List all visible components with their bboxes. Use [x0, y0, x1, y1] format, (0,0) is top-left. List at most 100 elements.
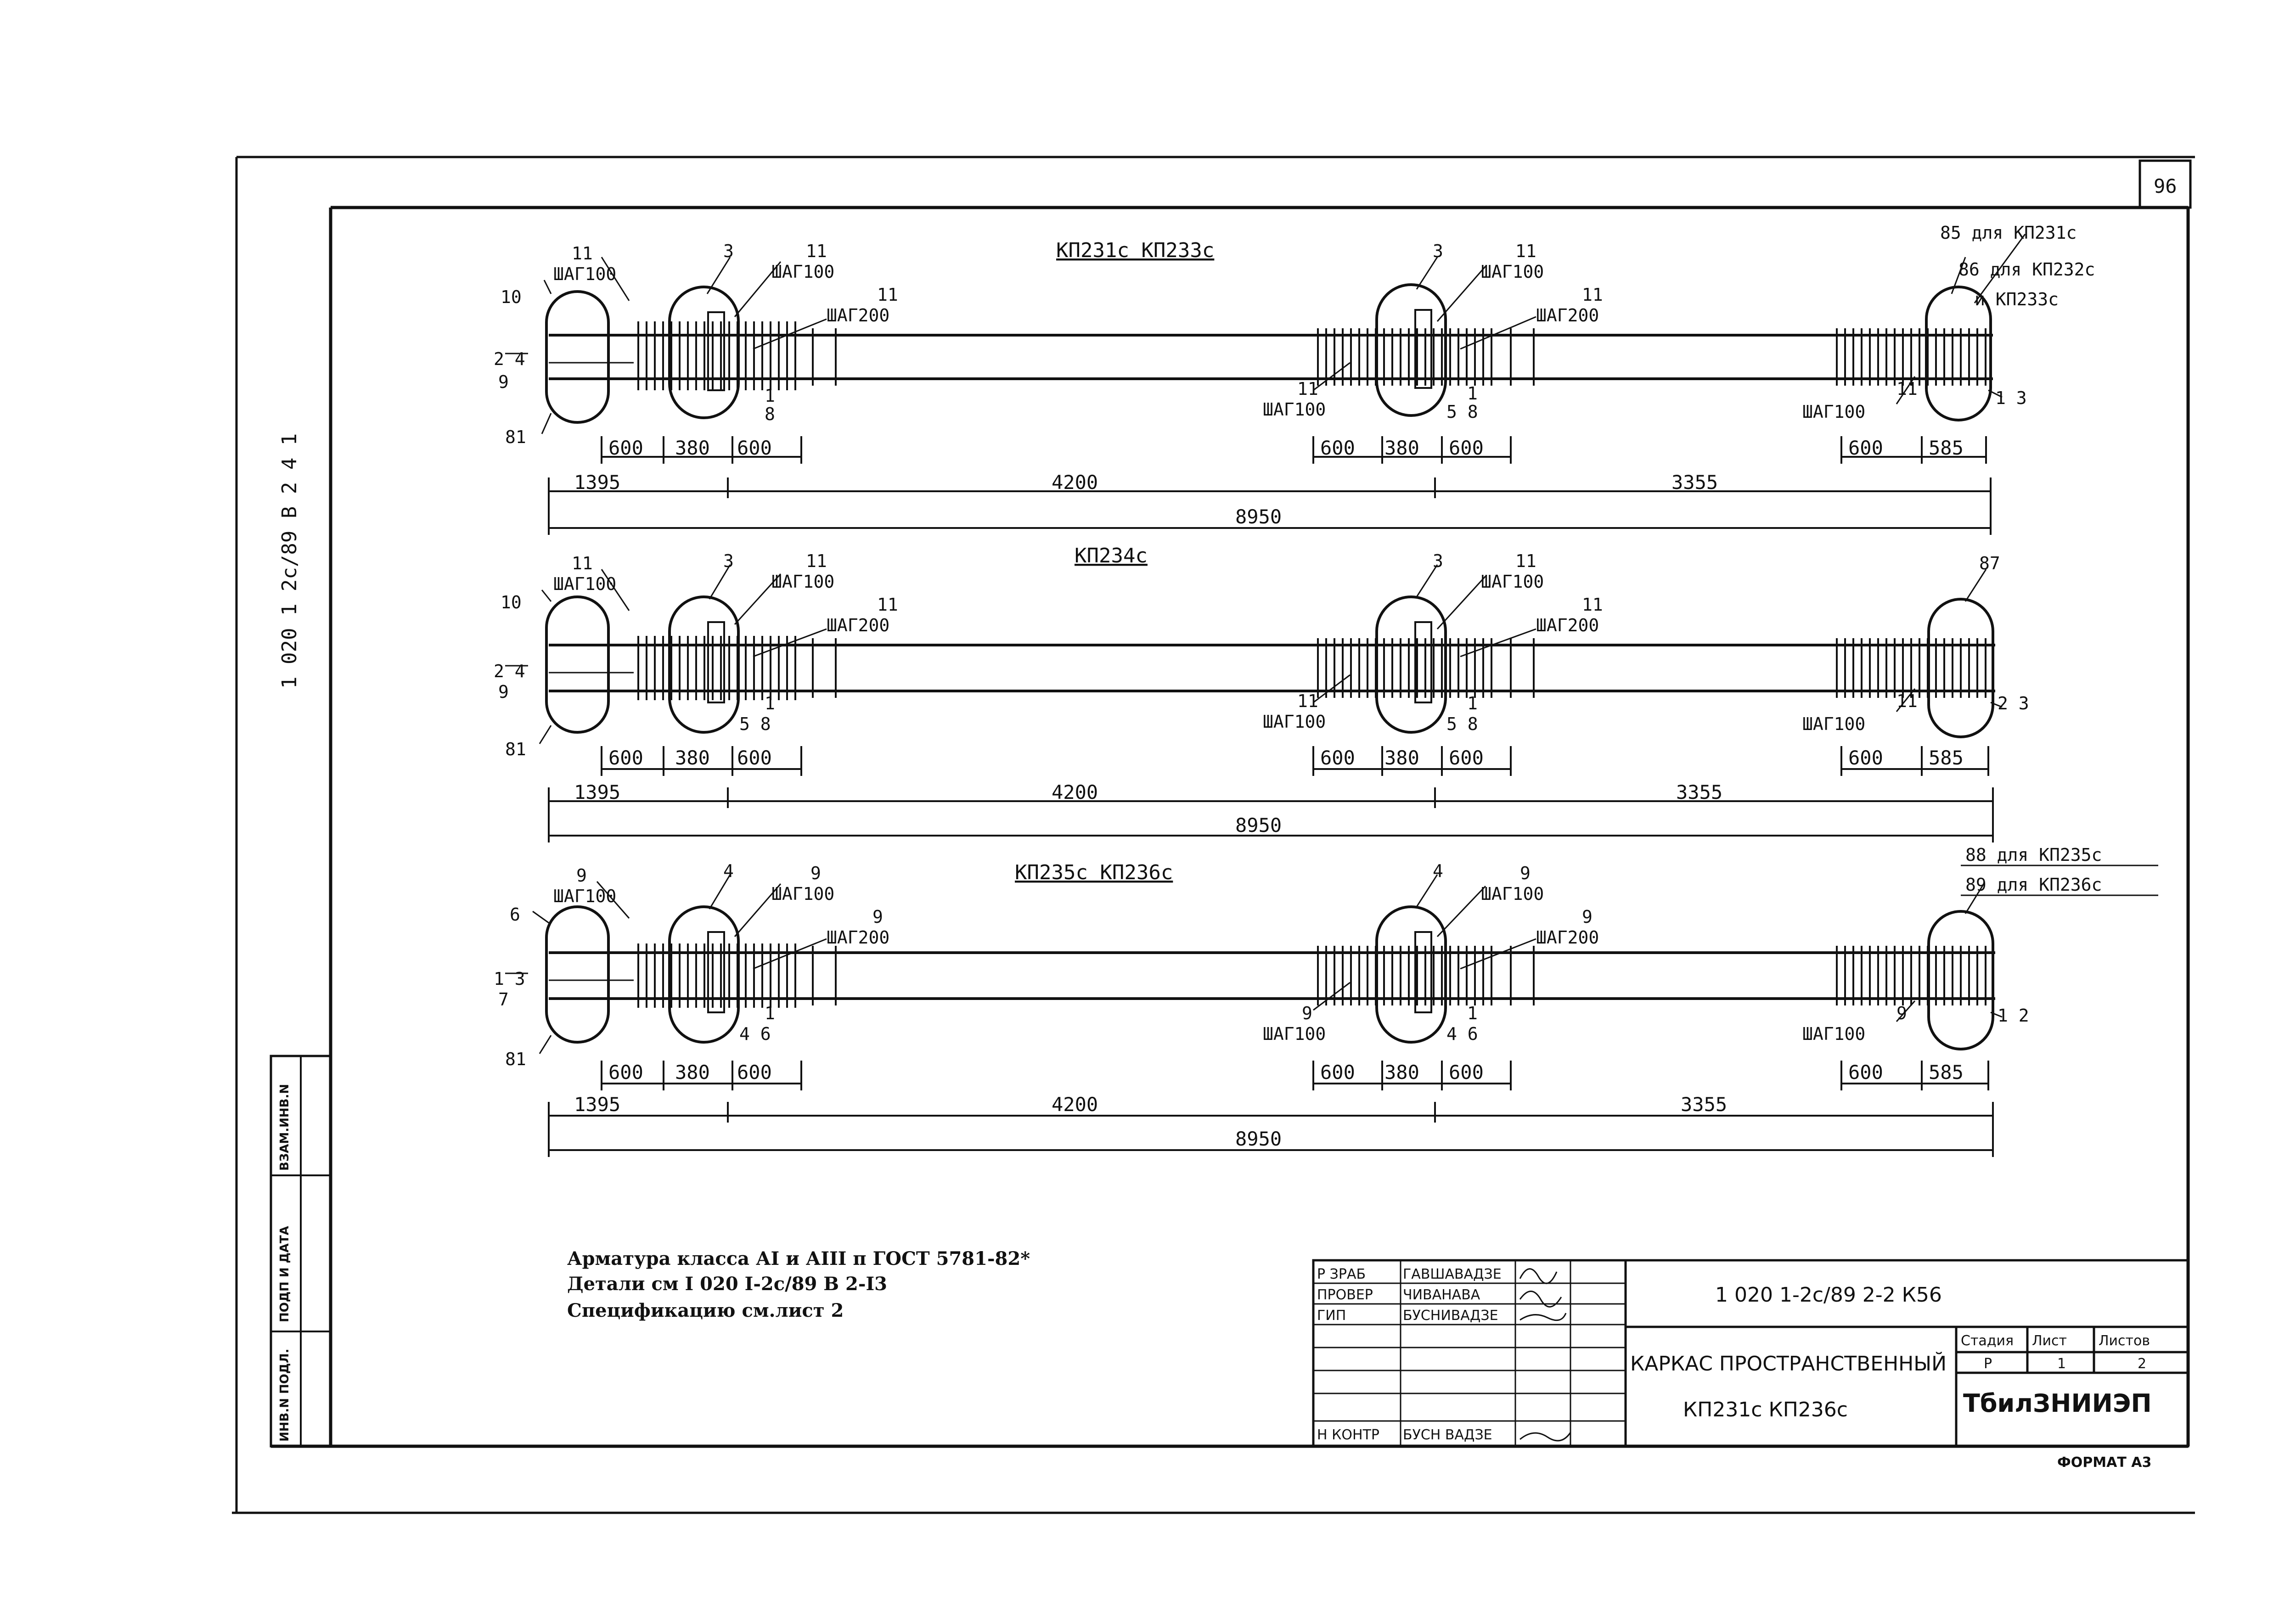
cage-1-n1-num: 3: [723, 241, 734, 261]
tb-org: ТбилЗНИИЭП: [1963, 1389, 2152, 1418]
cage-1-n2-l2: 11: [1582, 285, 1603, 305]
tb-role-6: Н КОНТР: [1317, 1427, 1379, 1443]
cage-1-n2-num: 3: [1433, 241, 1443, 261]
cage-2-title: КП234с: [1075, 544, 1148, 567]
cage-1-rs0: 11: [1896, 379, 1918, 399]
cage-2-n2-l1: ШАГ100: [1481, 572, 1544, 592]
cage-2-n2-l2: 11: [1582, 595, 1603, 615]
cage-2-dim-s0: 600: [608, 747, 643, 769]
cage-1-mark-10: 10: [501, 287, 522, 307]
cage-3-mark-7: 7: [498, 989, 509, 1010]
cage-2-n1-l4: 11: [877, 595, 898, 615]
cage-3-dim-s4: 380: [1384, 1061, 1419, 1084]
tb-role-2: ГИП: [1317, 1308, 1346, 1324]
note-2: Детали см I 020 I-2с/89 В 2-I3: [567, 1273, 887, 1295]
cage-1-n1-l5: ШАГ200: [827, 305, 889, 326]
cage-3-dim-total: 8950: [1235, 1128, 1282, 1150]
cage-1-dim-s6: 600: [1848, 437, 1883, 459]
cage-2-right-1: 2 3: [1998, 693, 2029, 713]
cage-3-n1-l1: ШАГ100: [553, 886, 616, 906]
format-note: ФОРМАТ А3: [2057, 1455, 2151, 1471]
side-stamp: ИНВ.N ПОДЛ. ПОДП И ДАТА ВЗАМ.ИНВ.N: [270, 1055, 332, 1448]
cage-1-dim-m0: 1395: [574, 471, 620, 494]
cage-3-n1-num: 4: [723, 861, 734, 881]
cage-2-dim-s3: 600: [1320, 747, 1355, 769]
cage-1-dim-total: 8950: [1235, 505, 1282, 528]
cage-1-right-0: 85 для КП231с: [1940, 223, 2077, 243]
cage-2-n1-l0: 11: [572, 553, 593, 573]
note-3: Спецификацию см.лист 2: [567, 1300, 844, 1321]
cage-1-right-3: 1 3: [1995, 388, 2027, 408]
tb-doc-code: 1 020 1-2с/89 2-2 К56: [1715, 1283, 1942, 1307]
cage-3-n2-l2: 9: [1582, 907, 1593, 927]
cage-1-n2-l3: ШАГ200: [1536, 305, 1599, 326]
cage-3-right-0: 88 для КП235с: [1965, 845, 2102, 865]
cage-2-n1-l2: 11: [806, 551, 827, 571]
cage-1-n1-below0: 1: [765, 386, 775, 406]
cage-3-n2-l3: ШАГ200: [1536, 927, 1599, 948]
cage-1-dim-s7: 585: [1929, 437, 1964, 459]
tb-sheet-header: Лист: [2032, 1333, 2067, 1349]
cage-2-dim-m1: 4200: [1052, 781, 1098, 803]
tb-name-2: БУСНИВАДЗЕ: [1403, 1308, 1498, 1324]
cage-3-n2-l1: ШАГ100: [1481, 884, 1544, 904]
cage-3-n2-num: 4: [1433, 861, 1443, 881]
cage-3-right-2: 1 2: [1998, 1005, 2029, 1026]
tb-name-1: ЧИВАНАВА: [1403, 1287, 1480, 1303]
cage-2-n2-bl1: ШАГ100: [1263, 712, 1326, 732]
cage-1-n2-below1: 5 8: [1446, 402, 1478, 422]
cage-1-n1-l2: 11: [806, 241, 827, 261]
cage-1-dim-m1: 4200: [1052, 471, 1098, 494]
cage-3-mark-1-3: 1 3: [494, 969, 525, 989]
cage-1-n1-l3: ШАГ100: [771, 262, 834, 282]
cage-3-n1-l5: ШАГ200: [827, 927, 889, 948]
cage-3-dim-s3: 600: [1320, 1061, 1355, 1084]
corner-number-box: 96: [2138, 159, 2192, 209]
tb-sheet: 1: [2057, 1356, 2066, 1372]
cage-3-rs1: ШАГ100: [1802, 1024, 1865, 1044]
cage-3-dim-s6: 600: [1848, 1061, 1883, 1084]
cage-1-n1-below1: 8: [765, 404, 775, 424]
cage-1-dim-s2: 600: [737, 437, 772, 459]
cage-1-dim-s0: 600: [608, 437, 643, 459]
stamp-inv-podl: ИНВ.N ПОДЛ.: [278, 1348, 292, 1442]
cage-2-rs1: ШАГ100: [1802, 714, 1865, 734]
cage-3-title: КП235с КП236с: [1015, 861, 1173, 884]
cage-1-dim-s3: 600: [1320, 437, 1355, 459]
tb-sheets: 2: [2138, 1356, 2146, 1372]
cage-2-n1-below1: 5 8: [739, 714, 771, 734]
tb-role-0: Р ЗРАБ: [1317, 1266, 1366, 1282]
tb-role-1: ПРОВЕР: [1317, 1287, 1373, 1303]
cage-1-title: КП231с КП233с: [1056, 239, 1214, 262]
cage-3-n1-l2: 9: [810, 863, 821, 883]
cage-2-dim-total: 8950: [1235, 814, 1282, 837]
cage-3-n1-l4: 9: [872, 907, 883, 927]
cage-1-n1-l4: 11: [877, 285, 898, 305]
tb-stage-header: Стадия: [1961, 1333, 2014, 1349]
note-1: Арматура класса АI и АIII п ГОСТ 5781-82…: [567, 1248, 1030, 1269]
cage-3-dim-s1: 380: [675, 1061, 710, 1084]
cage-1-n2-below0: 1: [1467, 383, 1478, 404]
cage-2-mark-81: 81: [505, 739, 526, 759]
cage-1-n2-bl0: 11: [1297, 379, 1318, 399]
cage-1-n2-l1: ШАГ100: [1481, 262, 1544, 282]
cage-1-right-1: 86 для КП232с: [1958, 259, 2095, 280]
cage-2-n2-below1: 5 8: [1446, 714, 1478, 734]
cage-2-n2-num: 3: [1433, 551, 1443, 571]
cage-2-n1-l3: ШАГ100: [771, 572, 834, 592]
cage-1-mark-2-4: 2 4: [494, 349, 525, 369]
cage-3-n2-below0: 1: [1467, 1003, 1478, 1023]
cage-1-dim-s5: 600: [1449, 437, 1484, 459]
title-block: Р ЗРАБ ГАВШАВАДЗЕ ПРОВЕР ЧИВАНАВА ГИП БУ…: [1312, 1259, 2189, 1448]
side-document-code: 1 020 1 2c/89 В 2 4 1: [278, 433, 301, 689]
cage-2-right-0: 87: [1979, 553, 2000, 573]
cage-2-n2-l3: ШАГ200: [1536, 615, 1599, 635]
cage-1-dim-s1: 380: [675, 437, 710, 459]
cage-2-dim-s6: 600: [1848, 747, 1883, 769]
cage-2-dim-m0: 1395: [574, 781, 620, 803]
cage-3-dim-m2: 3355: [1681, 1093, 1727, 1116]
cage-2-dim-m2: 3355: [1676, 781, 1722, 803]
cage-2-dim-s1: 380: [675, 747, 710, 769]
cage-3-mark-81: 81: [505, 1049, 526, 1069]
cage-3-rs0: 9: [1896, 1003, 1907, 1023]
